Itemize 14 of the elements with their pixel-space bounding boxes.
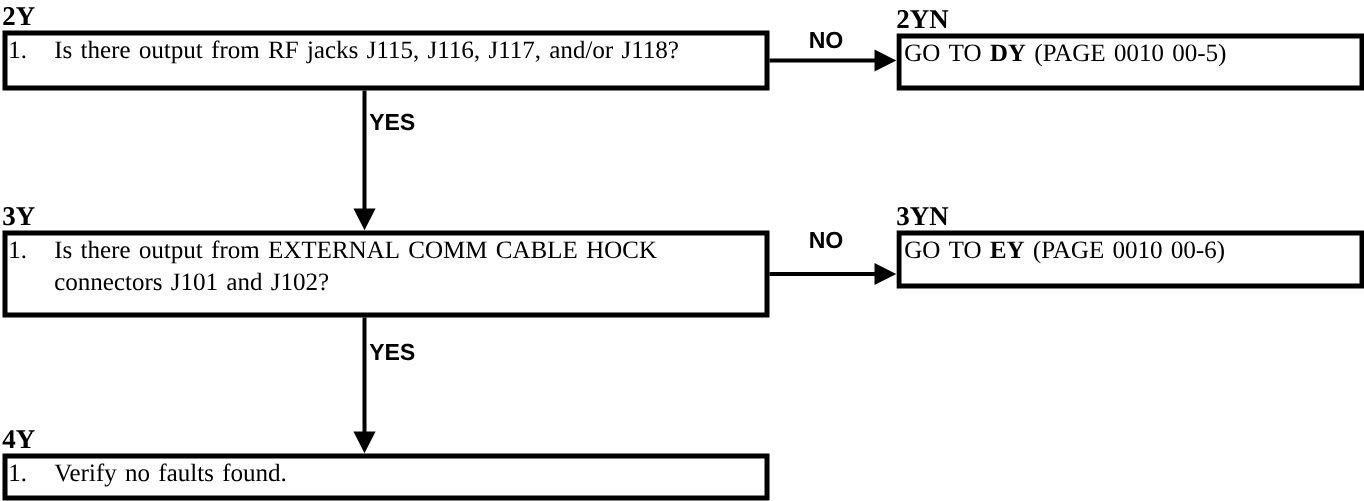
- node-label: 2Y: [3, 7, 35, 25]
- process-box: 2YN GO TO DY (PAGE 0010 00-5): [896, 10, 1364, 91]
- node-label: 4Y: [2, 430, 35, 449]
- edge-label: YES: [369, 113, 415, 131]
- edge-label: NO: [810, 31, 843, 49]
- process-box: 2Y 1. Is there output from RF jacks J115, J116, J117, and/or J118?: [2, 7, 770, 91]
- edge-label: YES: [369, 343, 415, 361]
- node-label: 2YN: [897, 10, 949, 28]
- edge-label: NO: [810, 231, 843, 249]
- node-label: 3Y: [3, 207, 35, 226]
- process-box: 3YN GO TO EY (PAGE 0010 00-6): [896, 207, 1364, 289]
- process-box: 3Y 1. Is there output from EXTERNAL COMM CABLE HOCK connectors J101 and J102?: [2, 207, 770, 318]
- process-box: 4Y 1. Verify no faults found.: [2, 430, 770, 501]
- node-label: 3YN: [897, 207, 949, 226]
